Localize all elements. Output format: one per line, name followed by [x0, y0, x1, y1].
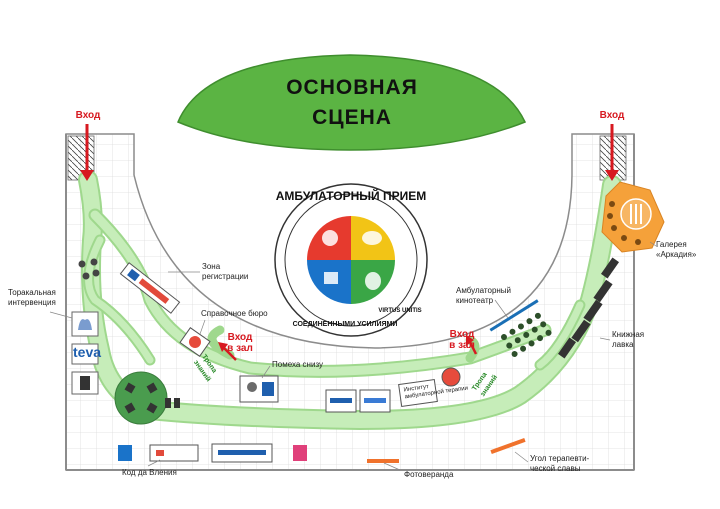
hall-entrance-right-label: Вход в зал: [444, 329, 480, 351]
photo-veranda: [367, 459, 399, 463]
registration-zone-line2: регистрации: [202, 272, 249, 281]
bookshop-shelves: [557, 257, 620, 359]
logo-arc-bottom: СОЕДИНЕННЫМИ УСИЛИЯМИ: [293, 321, 398, 328]
therapy-corner-line2: ческой славы: [530, 464, 581, 473]
registration-zone-line1: Зона: [202, 262, 221, 271]
bookshop-line2: лавка: [612, 340, 634, 349]
main-stage: [177, 54, 527, 151]
event-logo: [274, 183, 428, 337]
sponsor-booths-center: [325, 367, 461, 413]
thoracic-line2: интервенция: [8, 298, 56, 307]
photo-veranda-label: Фотоверанда: [404, 470, 454, 479]
therapy-corner-label: Угол терапевти- ческой славы: [530, 454, 589, 474]
main-stage-line1: ОСНОВНАЯ: [286, 76, 418, 99]
gallery-arkadia: [601, 181, 665, 253]
hall-entrance-left-label: Вход в зал: [222, 332, 258, 354]
interference-label: Помеха снизу: [272, 360, 324, 369]
therapy-corner-line: [490, 437, 526, 455]
da-vinci-code-label: Код да Вления: [122, 468, 177, 477]
hall-entrance-right-line1: Вход: [449, 329, 475, 340]
main-stage-title: ОСНОВНАЯ СЦЕНА: [252, 73, 452, 133]
bookshop-label: Книжная лавка: [612, 330, 644, 350]
registration-zone-label: Зона регистрации: [202, 262, 248, 282]
therapy-corner-line1: Угол терапевти-: [530, 454, 590, 463]
info-desk-label: Справочное бюро: [201, 309, 268, 318]
info-desk: [179, 327, 211, 357]
cinema-seats: [489, 299, 552, 358]
hall-floor: [65, 133, 635, 471]
cinema-label: Амбулаторный кинотеатр: [456, 286, 511, 306]
hall-entrance-right-line2: в зал: [449, 340, 475, 351]
main-stage-line2: СЦЕНА: [312, 106, 392, 129]
cinema-line2: кинотеатр: [456, 296, 494, 305]
thoracic-label: Торакальная интервенция: [8, 288, 56, 308]
hall-entrance-left-line2: в зал: [227, 343, 253, 354]
entrance-arrow-left: [80, 124, 94, 181]
hall-entrance-arrow-right: [466, 335, 478, 355]
gallery-line2: «Аркадия»: [656, 250, 697, 259]
interference-booth: [239, 375, 279, 403]
bookshop-line1: Книжная: [612, 330, 645, 339]
thoracic-line1: Торакальная: [8, 288, 56, 297]
gallery-line1: Галерея: [656, 240, 687, 249]
entrance-left-label: Вход: [75, 110, 101, 121]
leader-lines: [49, 241, 657, 471]
thoracic-booths: [71, 311, 99, 395]
entrance-right-label: Вход: [599, 110, 625, 121]
hall-entrance-arrow-left: [218, 342, 237, 361]
hall-entrance-left-line1: Вход: [227, 332, 253, 343]
gallery-label: Галерея «Аркадия»: [656, 240, 696, 260]
round-lounge: [114, 371, 180, 425]
entrance-arrow-right: [605, 124, 619, 181]
bottom-booths: [118, 443, 307, 463]
logo-arc-top: АМБУЛАТОРНЫЙ ПРИЕМ: [276, 188, 426, 203]
cinema-line1: Амбулаторный: [456, 286, 512, 295]
teva-logo: teva: [73, 344, 102, 360]
registration-desk: [119, 262, 181, 314]
left-corridor-seats: [78, 258, 100, 280]
logo-arc-right: VIRTUS UNITIS: [378, 308, 421, 314]
